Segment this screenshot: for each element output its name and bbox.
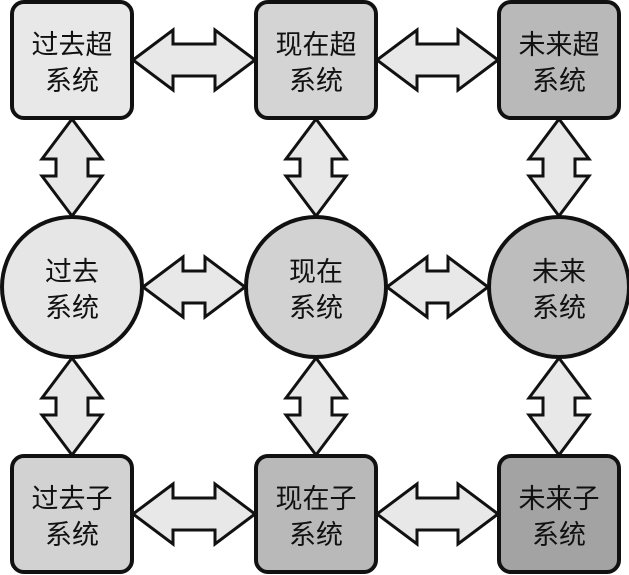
arrow-past-sub-present-sub	[130, 481, 258, 547]
future-circle	[487, 215, 629, 359]
present-super-box	[254, 0, 378, 120]
future-super-box	[497, 0, 621, 120]
past-super-label-line-1: 过去超	[32, 30, 113, 61]
present-circle	[244, 215, 388, 359]
arrow-past-super-past	[39, 116, 105, 219]
present-super-label-line-1: 现在超	[276, 30, 357, 61]
past-label-line-1: 过去	[45, 257, 99, 288]
arrow-present-super-future-super	[374, 27, 501, 93]
future-super-label-line-1: 未来超	[519, 30, 600, 61]
arrow-present-super-present	[283, 116, 349, 219]
arrow-present-present-sub	[283, 355, 349, 458]
past-sub-label-line-2: 系统	[45, 520, 99, 551]
arrow-present-sub-future-sub	[374, 481, 501, 547]
present-sub-box	[254, 454, 378, 574]
arrow-future-super-future	[526, 116, 592, 219]
present-sub-label-line-2: 系统	[289, 520, 343, 551]
past-sub-box	[10, 454, 134, 574]
present-label-line-1: 现在	[289, 257, 343, 288]
present-super-label-line-2: 系统	[289, 66, 343, 97]
future-super-label-line-2: 系统	[532, 66, 586, 97]
future-sub-box	[497, 454, 621, 574]
present-sub-label-line-1: 现在子	[276, 484, 357, 515]
arrow-present-future	[384, 254, 491, 320]
arrow-future-future-sub	[526, 355, 592, 458]
arrow-past-super-present-super	[130, 27, 258, 93]
past-super-label-line-2: 系统	[45, 66, 99, 97]
present-label-line-2: 系统	[289, 293, 343, 324]
past-label-line-2: 系统	[45, 293, 99, 324]
past-sub-label-line-1: 过去子	[32, 484, 113, 515]
future-sub-label-line-1: 未来子	[519, 484, 600, 515]
arrow-past-past-sub	[39, 355, 105, 458]
past-super-box	[10, 0, 134, 120]
future-label-line-2: 系统	[532, 293, 586, 324]
past-circle	[0, 215, 144, 359]
arrow-past-present	[140, 254, 248, 320]
future-sub-label-line-2: 系统	[532, 520, 586, 551]
future-label-line-1: 未来	[532, 257, 586, 288]
